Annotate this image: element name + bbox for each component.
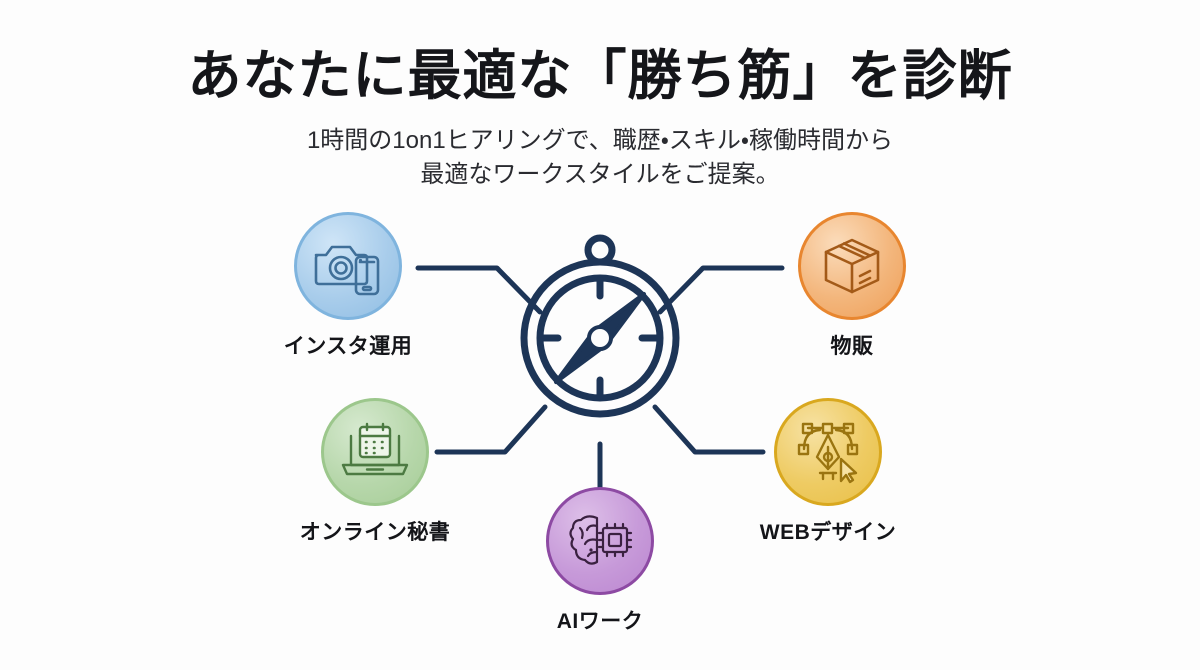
pen-tool-cursor-icon [797, 422, 859, 484]
node-insta-label: インスタ運用 [283, 335, 413, 358]
node-web[interactable]: WEBデザイン [748, 398, 908, 546]
node-ai-circle[interactable] [546, 487, 654, 595]
connector-ec [657, 265, 785, 315]
node-insta[interactable]: インスタ運用 [268, 212, 428, 360]
node-ai[interactable]: AIワーク [520, 487, 680, 635]
laptop-calendar-icon [341, 422, 409, 476]
connector-insta [415, 265, 543, 315]
connector-web [652, 404, 766, 455]
node-ec-circle[interactable] [798, 212, 906, 320]
compass-icon-svg [520, 234, 680, 418]
node-ec[interactable]: 物販 [772, 212, 932, 360]
node-web-label: WEBデザイン [759, 521, 897, 544]
brain-chip-icon [569, 515, 633, 565]
node-secretary[interactable]: オンライン秘書 [295, 398, 455, 546]
page-subtitle: 1時間の1on1ヒアリングで、職歴・スキル・稼働時間から 最適なワークスタイルを… [0, 124, 1200, 190]
heading-block: あなたに最適な「勝ち筋」を診断 1時間の1on1ヒアリングで、職歴・スキル・稼働… [0, 46, 1200, 191]
compass-hub [587, 325, 613, 351]
connector-secretary [434, 404, 548, 455]
node-ec-label: 物販 [830, 335, 874, 358]
node-web-circle[interactable] [774, 398, 882, 506]
node-secretary-label: オンライン秘書 [299, 521, 451, 544]
package-box-icon [824, 238, 880, 294]
compass-icon [505, 228, 695, 428]
node-ai-label: AIワーク [556, 610, 644, 633]
node-secretary-circle[interactable] [321, 398, 429, 506]
node-insta-circle[interactable] [294, 212, 402, 320]
camera-smartphone-icon [314, 245, 380, 296]
page-title: あなたに最適な「勝ち筋」を診断 [187, 46, 1013, 106]
subtitle-line-1: 1時間の1on1ヒアリングで、職歴・スキル・稼働時間から [306, 127, 894, 155]
subtitle-line-2: 最適なワークスタイルをご提案。 [420, 160, 780, 188]
